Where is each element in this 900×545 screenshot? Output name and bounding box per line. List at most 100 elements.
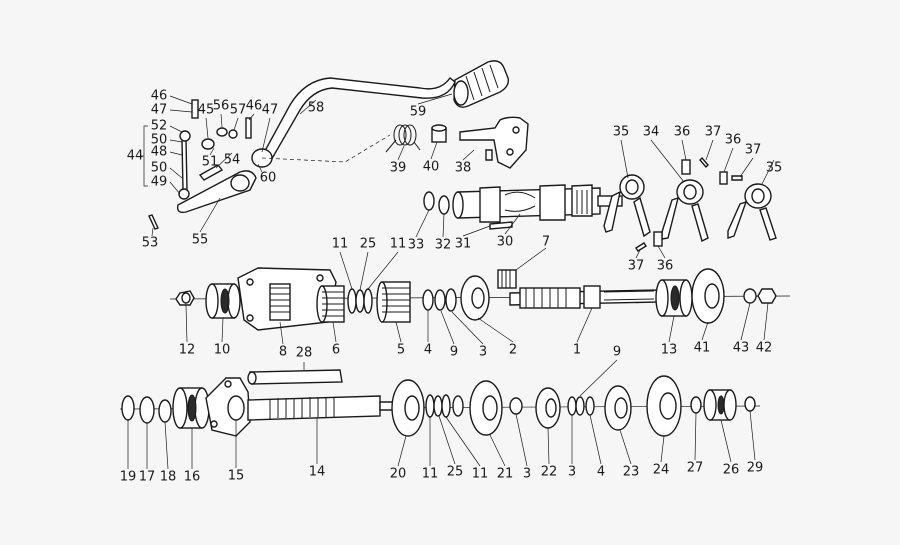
ring-25-a [355, 289, 365, 313]
callout-label: 51 [202, 155, 219, 170]
leader-lines [127, 93, 775, 470]
lever-rubber-grip [453, 60, 510, 108]
callout-label: 40 [423, 160, 440, 175]
drum-pin-31 [489, 221, 513, 230]
callout-label: 47 [151, 103, 168, 118]
callout-label: 35 [766, 161, 783, 176]
seal-17 [139, 396, 155, 424]
callout-label: 9 [613, 345, 621, 360]
callout-label: 21 [497, 467, 514, 482]
callout-label: 17 [139, 470, 156, 485]
linkage-rod [181, 139, 188, 191]
callout-label: 2 [509, 343, 517, 358]
fork-pin-36 [681, 159, 691, 175]
callout-label: 41 [694, 341, 711, 356]
shift-lever-assembly [148, 60, 510, 230]
callout-label: 48 [151, 145, 168, 160]
washer-11-c [425, 394, 435, 418]
selector-plate [459, 116, 529, 169]
callout-label: 35 [613, 125, 630, 140]
selector-rod-28 [247, 369, 343, 385]
gear-22 [535, 387, 561, 429]
callout-label: 53 [142, 236, 159, 251]
callout-label: 5 [397, 343, 405, 358]
callout-label: 45 [198, 103, 215, 118]
bearing-plate-15 [205, 377, 251, 437]
washer-43 [743, 288, 757, 304]
gear-24 [646, 375, 682, 437]
bolt-46-left [191, 99, 199, 119]
callout-label: 20 [390, 467, 407, 482]
bearing-13 [655, 279, 693, 317]
callout-label: 37 [745, 143, 762, 158]
clamp-boss [230, 174, 250, 192]
washer-3-b [509, 397, 523, 415]
callout-label: 27 [687, 461, 704, 476]
callout-labels: 46 47 45 56 57 46 47 52 50 44 48 50 49 5… [120, 89, 783, 485]
gear-41 [691, 268, 725, 324]
pin-53 [148, 214, 159, 230]
circlip-9-b [575, 396, 585, 416]
callout-label: 30 [497, 235, 514, 250]
callout-label: 36 [674, 125, 691, 140]
callout-label: 55 [192, 233, 209, 248]
spacer-bush [431, 124, 447, 143]
callout-label: 11 [472, 467, 489, 482]
washer-27 [690, 396, 702, 414]
fork-pin-36-b [719, 171, 728, 185]
callout-label: 11 [332, 237, 349, 252]
pin-54 [198, 164, 224, 181]
bearing-26 [703, 389, 737, 421]
return-spring [385, 124, 421, 153]
callout-label: 28 [296, 346, 313, 361]
gear-6 [316, 285, 345, 323]
selector-fork-35-left [603, 174, 651, 238]
washer-11-b [363, 288, 373, 314]
selector-spring-group [385, 116, 529, 169]
callout-label: 19 [120, 470, 137, 485]
callout-label: 44 [127, 149, 144, 164]
callout-label: 16 [184, 470, 201, 485]
washer-3-a [445, 288, 457, 312]
callout-label: 22 [541, 465, 558, 480]
callout-label: 10 [214, 343, 231, 358]
mainshaft-row [169, 267, 791, 331]
washer-29 [744, 396, 756, 412]
layshaft-14 [247, 395, 399, 421]
callout-label: 3 [568, 465, 576, 480]
callout-label: 4 [597, 465, 605, 480]
callout-label: 3 [523, 467, 531, 482]
fork-pin-36-c [653, 231, 663, 247]
rod-end-bottom [178, 188, 190, 200]
callout-label: 3 [479, 345, 487, 360]
callout-label: 37 [628, 259, 645, 274]
circlip-9-a [434, 289, 446, 311]
selector-forks [603, 156, 777, 252]
nut-57 [228, 129, 238, 139]
needle-bearing-7 [497, 269, 517, 289]
callout-label: 50 [151, 161, 168, 176]
circlip-19 [121, 395, 135, 421]
callout-label: 36 [657, 259, 674, 274]
callout-label: 43 [733, 341, 750, 356]
callout-label: 33 [408, 238, 425, 253]
rod-end-top [179, 130, 191, 142]
callout-label: 26 [723, 463, 740, 478]
callout-label: 36 [725, 133, 742, 148]
callout-label: 59 [410, 105, 427, 120]
bearing-10 [205, 283, 241, 319]
callout-label: 38 [455, 161, 472, 176]
selector-drum-group [423, 184, 623, 230]
callout-label: 50 [151, 133, 168, 148]
ring-25-b [433, 395, 443, 417]
clip-37-c [635, 242, 647, 252]
callout-label: 24 [653, 463, 670, 478]
pivot-45 [201, 138, 215, 150]
washer-33 [423, 191, 435, 211]
callout-label: 1 [573, 343, 581, 358]
callout-label: 46 [246, 99, 263, 114]
selector-fork-34-center [661, 159, 709, 243]
callout-label: 6 [332, 343, 340, 358]
nut-12 [175, 290, 195, 306]
